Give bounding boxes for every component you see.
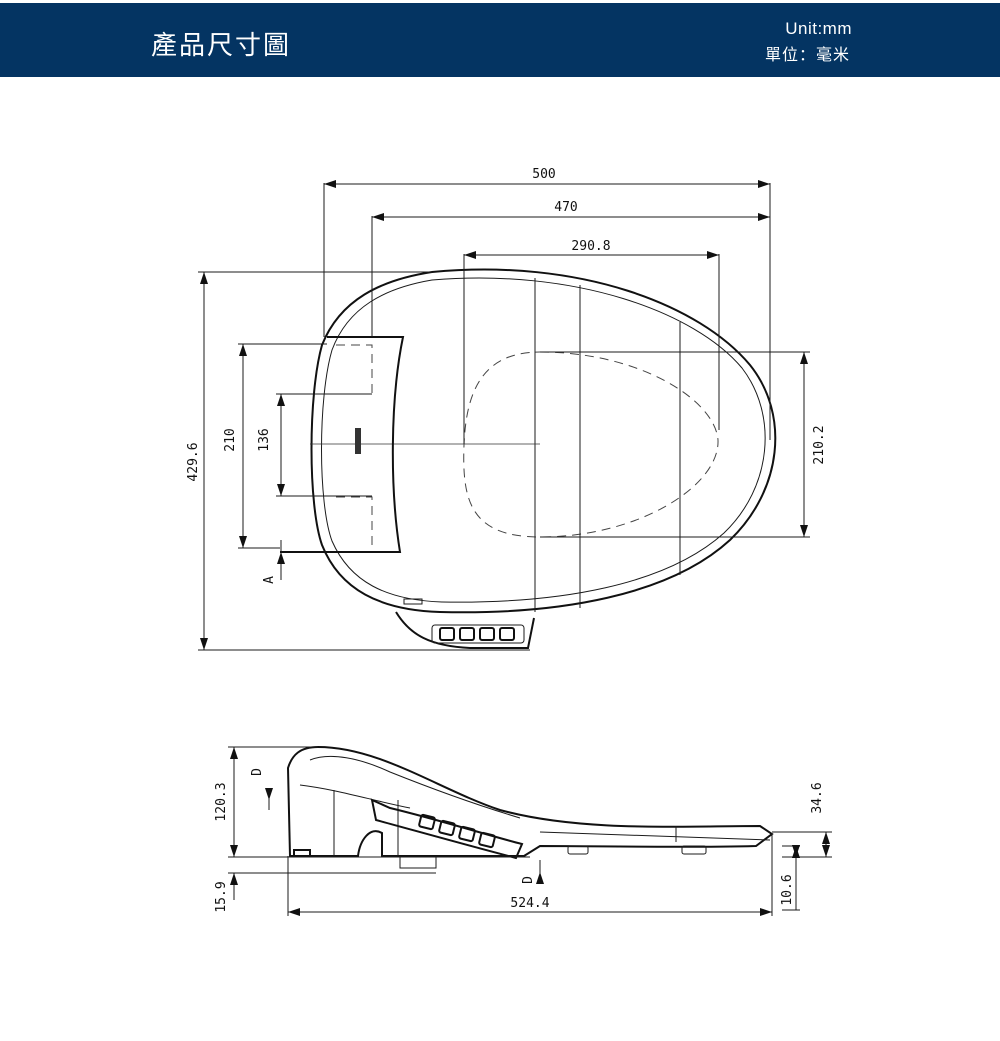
seat-side-inner (299, 784, 411, 809)
dim-524-4: 524.4 (510, 896, 549, 911)
header-bar: 產品尺寸圖 Unit:mm 單位：毫米 (0, 3, 1000, 77)
top-view: 500 470 290.8 429.6 210 136 (186, 167, 827, 651)
control-button (478, 831, 496, 849)
control-button (418, 813, 436, 831)
seat-outline-outer (310, 268, 777, 614)
dim-15-9: 15.9 (214, 881, 229, 912)
unit-label-zh: 單位：毫米 (764, 45, 850, 64)
control-panel-side (370, 798, 524, 860)
dim-10-6: 10.6 (780, 874, 795, 905)
seat-outline-inner (321, 277, 766, 603)
dim-290-8: 290.8 (571, 239, 610, 254)
dim-210: 210 (223, 428, 238, 451)
page-title: 產品尺寸圖 (151, 31, 292, 61)
hinge-bracket (280, 336, 405, 553)
control-panel-housing (395, 611, 535, 649)
logo-plate (355, 428, 361, 454)
control-button (459, 627, 475, 641)
hinge-bracket-side (399, 856, 437, 869)
foot (681, 845, 707, 855)
section-mark-a: A (262, 576, 277, 584)
seat-side-outline (286, 745, 774, 857)
control-button (439, 627, 455, 641)
indicator-slot (403, 598, 423, 605)
section-mark-d: D (521, 876, 536, 884)
control-button (438, 819, 456, 837)
side-view: 120.3 15.9 D D 524.4 34.6 10.6 (214, 745, 832, 916)
control-button (458, 825, 476, 843)
section-mark-d: D (250, 768, 265, 776)
control-panel (431, 624, 525, 644)
dim-429-6: 429.6 (186, 442, 201, 481)
hinge-bracket-dashed (336, 344, 373, 545)
control-button (499, 627, 515, 641)
unit-label-en: Unit:mm (785, 19, 852, 38)
panel-line (539, 831, 771, 841)
dim-120-3: 120.3 (214, 782, 229, 821)
dim-500: 500 (532, 167, 555, 182)
dim-470: 470 (554, 200, 577, 215)
dim-136: 136 (257, 428, 272, 451)
foot (567, 845, 589, 855)
dim-210-2: 210.2 (812, 425, 827, 464)
control-button (479, 627, 495, 641)
foot (293, 849, 311, 857)
dim-34-6: 34.6 (810, 782, 825, 813)
seat-opening-dashed (463, 351, 719, 538)
seat-side-inner (309, 755, 521, 819)
